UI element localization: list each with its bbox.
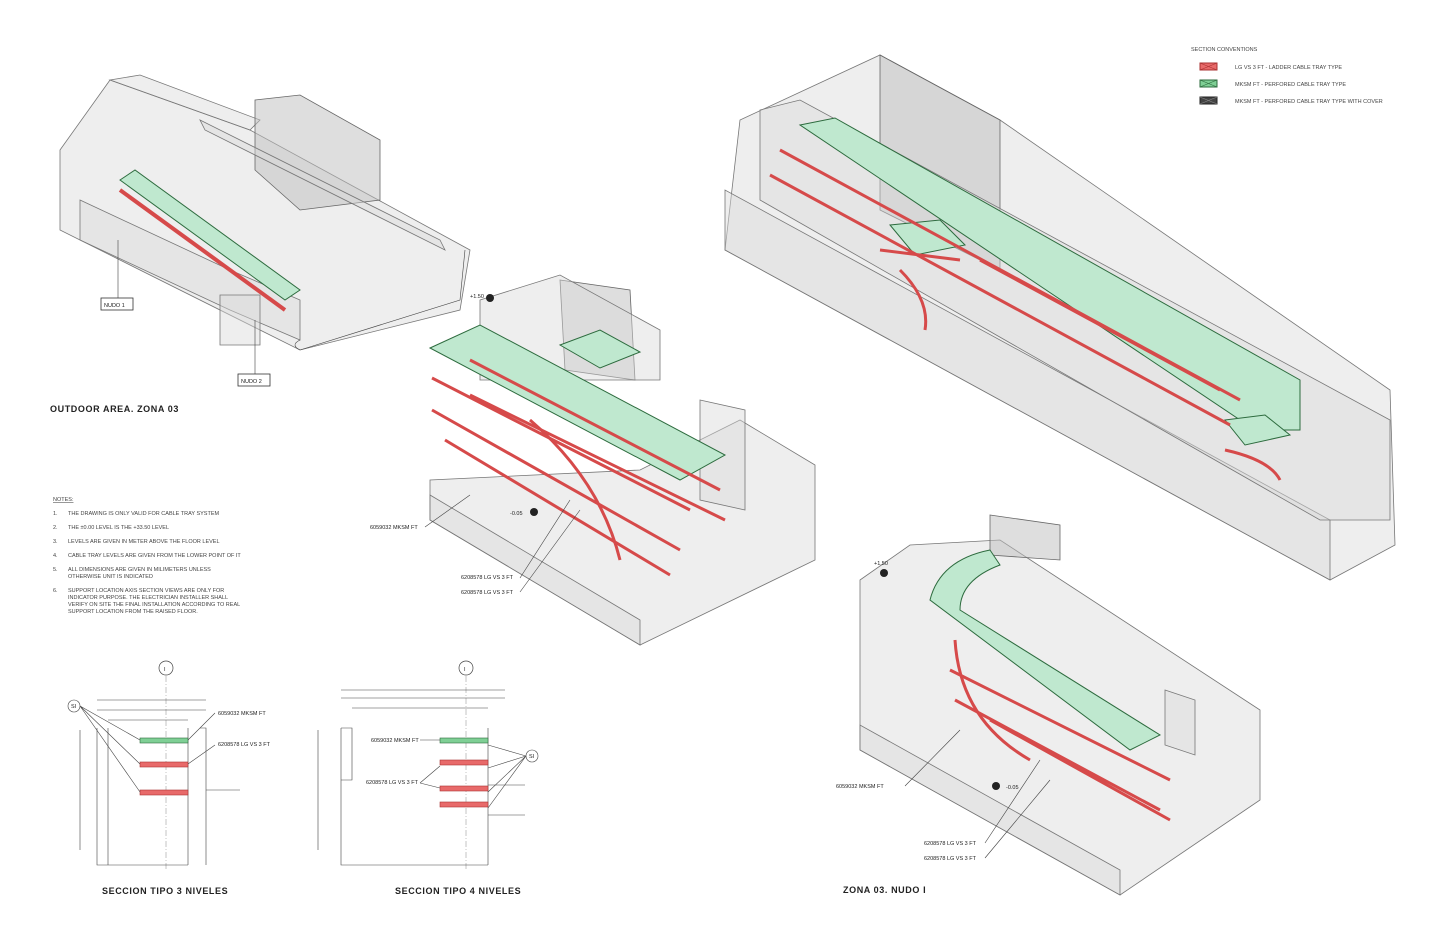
- legend-label-ladder: LG VS 3 FT - LADDER CABLE TRAY TYPE: [1235, 65, 1342, 71]
- nudo-1-label: NUDO 1: [104, 303, 125, 309]
- section4-mksm-label: 6059032 MKSM FT: [371, 738, 419, 744]
- notes-title: NOTES:: [53, 497, 74, 503]
- support-marker-label: SI: [529, 754, 535, 760]
- note-1: THE DRAWING IS ONLY VALID FOR CABLE TRAY…: [68, 511, 219, 517]
- section-4-title: SECCION TIPO 4 NIVELES: [395, 886, 521, 896]
- note-6: SUPPORT LOCATION AXIS SECTION VIEWS ARE …: [68, 588, 224, 594]
- legend-label-covered: MKSM FT - PERFORED CABLE TRAY TYPE WITH …: [1235, 99, 1383, 105]
- nudo-mksm-label: 6059032 MKSM FT: [836, 784, 884, 790]
- nudo-isometric: +1.50 -0.05 6059032 MKSM FT 6208578 LG V…: [836, 514, 1261, 896]
- legend-swatch-ladder: [1199, 62, 1218, 71]
- level-marker-icon: [880, 569, 888, 577]
- center-lg-label-1: 6208578 LG VS 3 FT: [461, 575, 514, 581]
- note-5: ALL DIMENSIONS ARE GIVEN IN MILIMETERS U…: [68, 567, 211, 573]
- note-4: CABLE TRAY LEVELS ARE GIVEN FROM THE LOW…: [68, 553, 241, 559]
- section-3-title: SECCION TIPO 3 NIVELES: [102, 886, 228, 896]
- note-number: 3.: [53, 539, 58, 545]
- center-mksm-label: 6059032 MKSM FT: [370, 525, 418, 531]
- axis-marker-label: I: [464, 667, 466, 673]
- outdoor-area-title: OUTDOOR AREA. ZONA 03: [50, 404, 179, 414]
- nudo-lg-label-2: 6208578 LG VS 3 FT: [924, 856, 977, 862]
- note-number: 1.: [53, 511, 58, 517]
- long-run-isometric: [724, 54, 1396, 581]
- outdoor-area-isometric: NUDO 1 NUDO 2: [59, 74, 471, 387]
- legend-title: SECTION CONVENTIONS: [1191, 47, 1258, 53]
- note-6-line-4: SUPPORT LOCATION FROM THE RAISED FLOOR.: [68, 609, 198, 615]
- note-number: 5.: [53, 567, 58, 573]
- notes-block: NOTES: 1. THE DRAWING IS ONLY VALID FOR C…: [53, 497, 241, 615]
- section4-lg-label: 6208578 LG VS 3 FT: [366, 780, 419, 786]
- section-4-levels: I SI 6059032 MKSM FT 6208578 LG VS 3 FT: [317, 660, 539, 870]
- center-level-floor: -0.05: [510, 511, 523, 517]
- nudo-2-label: NUDO 2: [241, 379, 262, 385]
- nudo-1-tag: [100, 297, 134, 311]
- note-6-line-2: INDICATOR PURPOSE. THE ELECTRICIAN INSTA…: [68, 595, 228, 601]
- section-legend: SECTION CONVENTIONS LG VS 3 FT - LADDER …: [1191, 47, 1383, 105]
- support-marker-label: SI: [71, 704, 77, 710]
- legend-swatch-covered: [1199, 96, 1218, 105]
- level-marker-icon: [530, 508, 538, 516]
- section-3-levels: I SI 6059032 MKSM FT 6208578 LG VS 3 FT: [67, 660, 271, 870]
- nudo-2-tag: [237, 373, 271, 387]
- center-level-top: +1.50: [470, 294, 484, 300]
- note-2: THE ±0.00 LEVEL IS THE +33.50 LEVEL: [68, 525, 169, 531]
- note-number: 6.: [53, 588, 58, 594]
- level-marker-icon: [992, 782, 1000, 790]
- section3-lg-label: 6208578 LG VS 3 FT: [218, 742, 271, 748]
- nudo-lg-label-1: 6208578 LG VS 3 FT: [924, 841, 977, 847]
- nudo-level-top: +1.50: [874, 561, 888, 567]
- section3-mksm-label: 6059032 MKSM FT: [218, 711, 266, 717]
- note-number: 2.: [53, 525, 58, 531]
- note-5-line-2: OTHERWISE UNIT IS INDICATED: [68, 574, 153, 580]
- center-isometric: +1.50 -0.05 6059032 MKSM FT 6208578 LG V…: [370, 274, 816, 646]
- nudo-level-floor: -0.05: [1006, 785, 1019, 791]
- legend-swatch-perforated: [1199, 79, 1218, 88]
- note-6-line-3: VERIFY ON SITE THE FINAL INSTALLATION AC…: [68, 602, 240, 608]
- center-lg-label-2: 6208578 LG VS 3 FT: [461, 590, 514, 596]
- level-marker-icon: [486, 294, 494, 302]
- nudo-title: ZONA 03. NUDO I: [843, 885, 926, 895]
- note-number: 4.: [53, 553, 58, 559]
- legend-label-perforated: MKSM FT - PERFORED CABLE TRAY TYPE: [1235, 82, 1346, 88]
- note-3: LEVELS ARE GIVEN IN METER ABOVE THE FLOO…: [68, 539, 220, 545]
- axis-marker-label: I: [164, 667, 166, 673]
